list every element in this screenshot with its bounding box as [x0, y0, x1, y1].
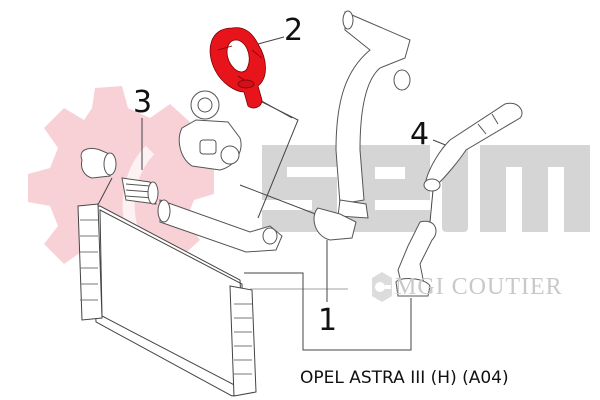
corrugated-sleeve-part-3	[121, 177, 159, 205]
mgi-coutier-logo-icon	[372, 272, 392, 302]
hose-part-4	[423, 102, 523, 192]
outlet-flange	[395, 220, 437, 297]
mgi-coutier-watermark-text: MGI COUTIER	[395, 274, 563, 300]
callout-2[interactable]: 2	[284, 13, 304, 48]
callout-3[interactable]: 3	[133, 85, 153, 120]
gear-watermark-icon	[28, 86, 214, 280]
red-hose-part-2	[209, 27, 266, 109]
callout-4[interactable]: 4	[410, 117, 430, 152]
intercooler-radiator	[77, 203, 257, 397]
leader-lines	[89, 36, 449, 351]
callout-1[interactable]: 1	[318, 303, 338, 338]
elbow-coupling	[80, 147, 117, 179]
intake-pipe	[157, 199, 283, 253]
turbo-valve-part	[178, 90, 242, 171]
long-pipe-part-1	[313, 10, 411, 241]
vehicle-caption: OPEL ASTRA III (H) (A04)	[300, 368, 509, 388]
